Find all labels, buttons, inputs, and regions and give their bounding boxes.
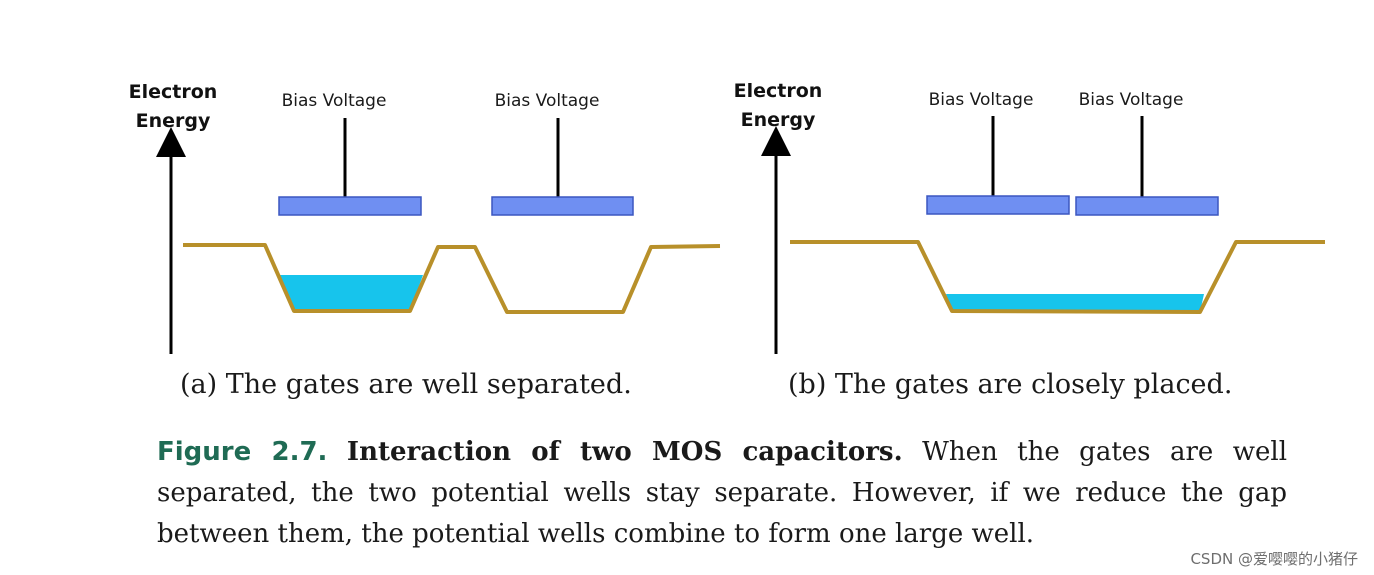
gate-label-2: Bias Voltage [1079, 90, 1184, 110]
gate-label-2: Bias Voltage [495, 91, 600, 111]
subcaption-a: (a) The gates are well separated. [180, 369, 632, 400]
axis-label-line1: Electron [129, 81, 218, 103]
axis-label-line1: Electron [734, 80, 823, 102]
gate-electrode-1 [278, 196, 422, 216]
panel-b: Electron Energy Bias Voltage Bias Voltag… [734, 80, 1325, 400]
potential-well-profile [790, 240, 1325, 314]
caption-body: When the gates are well separated, the t… [157, 437, 1288, 549]
gate-electrode-2 [1075, 196, 1219, 216]
stored-charge [946, 294, 1204, 312]
axis-label-line2: Energy [741, 109, 816, 131]
gate-electrode-2 [491, 196, 634, 216]
gate-label-1: Bias Voltage [282, 91, 387, 111]
watermark: CSDN @爱嘤嘤的小猪仔 [1190, 550, 1358, 568]
potential-well-profile [183, 243, 721, 314]
figure-title: Interaction of two MOS capacitors. [346, 437, 903, 467]
subcaption-b: (b) The gates are closely placed. [788, 369, 1232, 400]
stored-charge [280, 275, 423, 311]
gate-label-1: Bias Voltage [929, 90, 1034, 110]
figure-number: Figure 2.7. [157, 437, 328, 467]
mos-capacitor-diagram: Electron Energy Bias Voltage Bias Voltag… [129, 80, 1325, 400]
axis-label-line2: Energy [136, 110, 211, 132]
panel-a: Electron Energy Bias Voltage Bias Voltag… [129, 81, 721, 400]
gate-electrode-1 [926, 195, 1070, 215]
figure-caption: Figure 2.7. Interaction of two MOS capac… [157, 432, 1287, 555]
